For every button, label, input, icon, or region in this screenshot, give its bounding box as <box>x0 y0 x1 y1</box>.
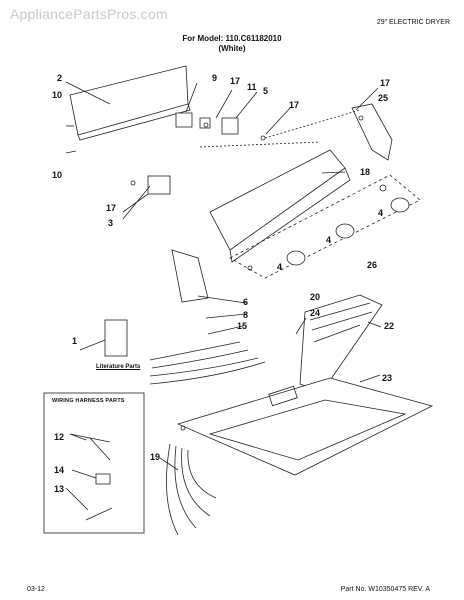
callout-20: 20 <box>310 292 321 302</box>
literature-label: Literature Parts <box>96 364 141 370</box>
wiring-harness-box <box>43 392 145 534</box>
model-title: For Model: 110.C61182010 <box>182 34 282 43</box>
callout-23: 23 <box>382 373 393 383</box>
callout-26: 26 <box>367 260 378 270</box>
callout-18: 18 <box>360 167 371 177</box>
switch-part <box>175 112 193 128</box>
callout-14: 14 <box>54 465 65 475</box>
callout-4: 4 <box>378 208 384 218</box>
callout-1: 1 <box>72 336 78 346</box>
callout-10: 10 <box>52 90 63 100</box>
appliance-type: 29" ELECTRIC DRYER <box>376 19 450 26</box>
console-panel <box>209 149 346 251</box>
model-color: (White) <box>218 44 246 53</box>
callout-11: 11 <box>247 82 257 92</box>
date-code: 03-12 <box>27 586 45 593</box>
callout-9: 9 <box>212 73 218 83</box>
callout-3: 3 <box>108 218 114 228</box>
callout-17: 17 <box>230 76 241 86</box>
console-endcap <box>171 249 209 303</box>
harness-box-title: WIRING HARNESS PARTS <box>52 398 125 404</box>
callout-25: 25 <box>378 93 389 103</box>
callout-13: 13 <box>54 484 65 494</box>
callout-6: 6 <box>243 297 249 307</box>
callout-4: 4 <box>326 235 332 245</box>
callout-17: 17 <box>289 100 300 110</box>
wire-harness <box>149 341 266 385</box>
watermark-text: AppliancePartsPros.com <box>10 6 168 22</box>
top-panel <box>176 377 434 476</box>
callout-2: 2 <box>57 73 63 83</box>
timer <box>147 175 171 195</box>
callout-5: 5 <box>263 86 269 96</box>
back-panel <box>69 65 189 136</box>
callout-4: 4 <box>277 262 283 272</box>
callout-17: 17 <box>380 78 391 88</box>
callout-22: 22 <box>384 321 395 331</box>
part-number: Part No. W10350475 REV. A <box>340 586 430 593</box>
literature-book <box>104 319 128 357</box>
callout-12: 12 <box>54 432 65 442</box>
callout-8: 8 <box>243 310 249 320</box>
knob <box>286 250 306 266</box>
callout-24: 24 <box>310 308 321 318</box>
callout-19: 19 <box>150 452 161 462</box>
callout-17: 17 <box>106 203 117 213</box>
callout-10: 10 <box>52 170 63 180</box>
end-bracket <box>351 103 393 161</box>
top-lid <box>299 294 383 393</box>
callout-15: 15 <box>237 321 248 331</box>
